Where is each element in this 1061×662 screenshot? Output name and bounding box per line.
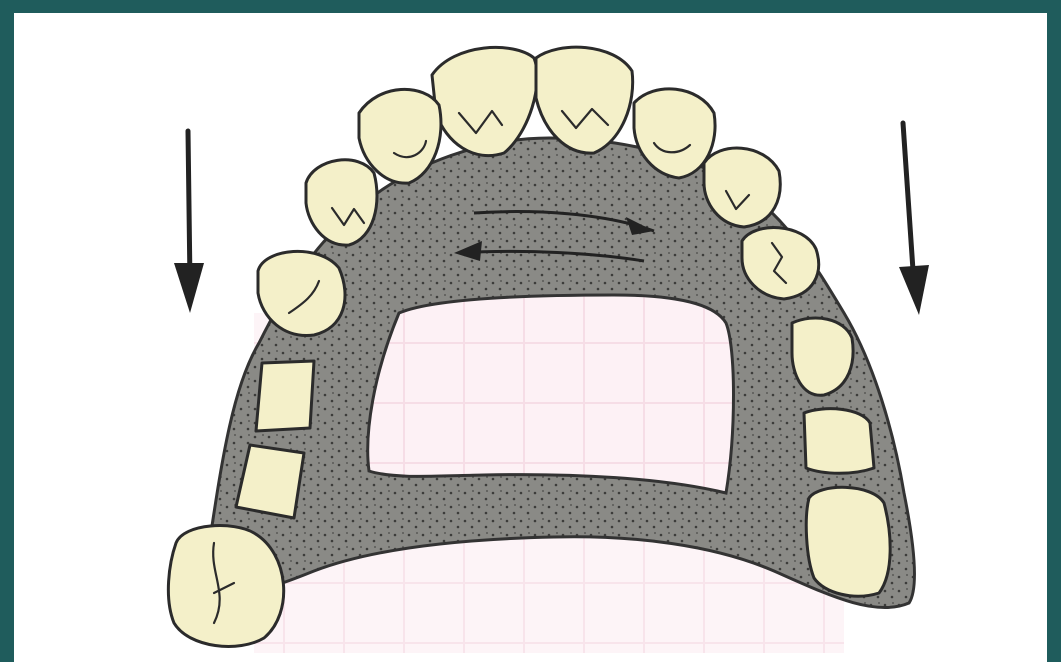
tooth-molar-left-3 (168, 526, 283, 647)
tooth-molar-right-3 (806, 487, 890, 596)
arrow-down-icon (899, 123, 929, 315)
denture-diagram (14, 13, 1047, 662)
content-panel (14, 13, 1047, 662)
tooth-molar-left-2 (236, 445, 304, 518)
tooth-molar-right-2 (804, 409, 874, 474)
tooth-molar-left-1 (256, 361, 314, 431)
tooth-molar-right-1 (792, 318, 853, 395)
palatal-opening (368, 295, 734, 493)
arrow-down-icon (174, 131, 204, 313)
tooth-canine-left (306, 160, 377, 245)
